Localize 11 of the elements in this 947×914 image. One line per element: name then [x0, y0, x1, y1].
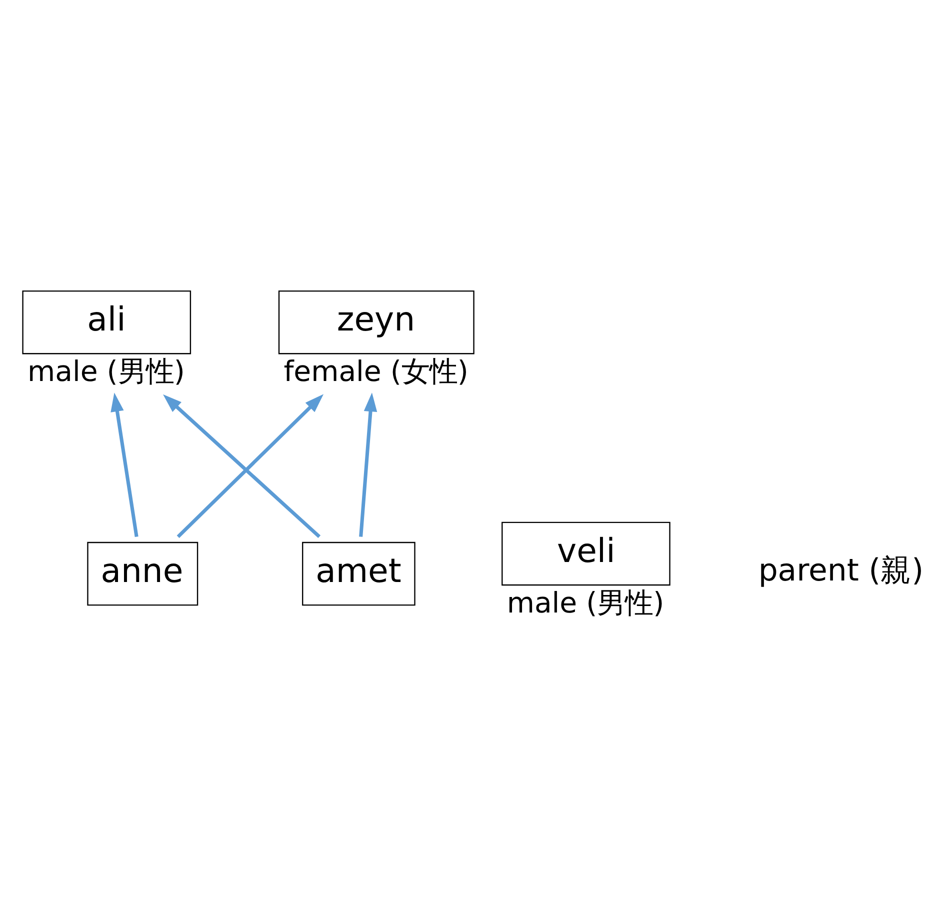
node-box: zeyn — [278, 290, 474, 354]
label: parent (親) — [758, 553, 924, 588]
arrow — [359, 392, 378, 536]
arrow — [110, 392, 138, 536]
node-label: male (男性) — [506, 586, 664, 619]
node-box: anne — [87, 541, 198, 606]
node-box: amet — [302, 541, 416, 606]
node-label: male (男性) — [28, 354, 185, 388]
node-label: female (女性) — [284, 354, 468, 388]
node-box: veli — [502, 521, 670, 586]
node-box: ali — [22, 290, 192, 354]
